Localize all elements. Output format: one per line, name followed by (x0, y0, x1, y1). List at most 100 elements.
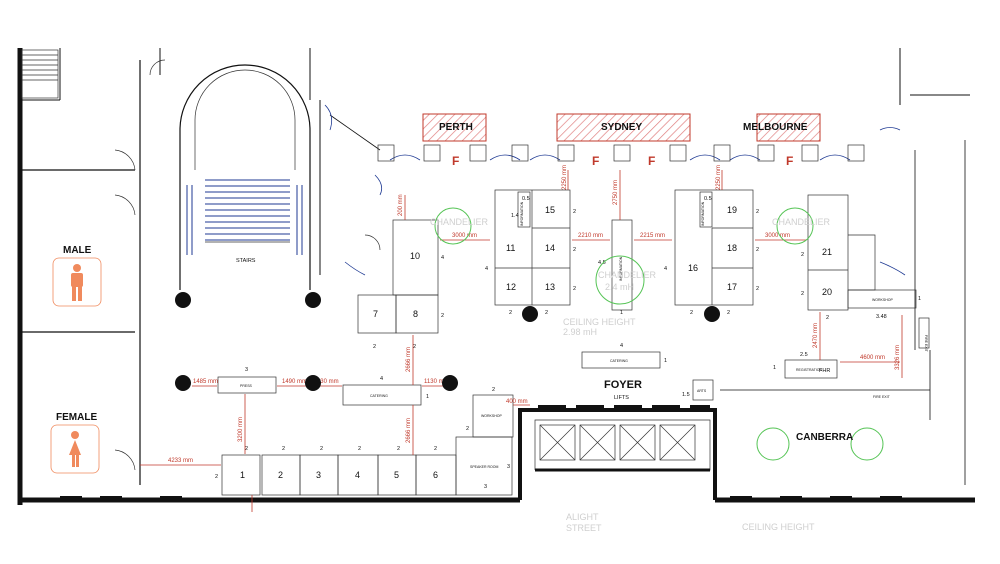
svg-text:1130 mm: 1130 mm (424, 379, 449, 385)
svg-text:2: 2 (801, 291, 804, 297)
press-table[interactable]: PRESS (240, 384, 253, 388)
booth-21[interactable]: 21 (822, 247, 832, 257)
booth-numbers: 1 2 3 4 5 6 7 8 10 11 12 13 14 15 16 17 … (240, 205, 832, 480)
svg-text:2: 2 (756, 247, 759, 253)
svg-text:2: 2 (282, 446, 285, 452)
svg-text:2: 2 (573, 247, 576, 253)
booth-11[interactable]: 11 (506, 243, 515, 253)
svg-text:1485 mm: 1485 mm (193, 379, 218, 385)
svg-text:CHANDELIER: CHANDELIER (430, 217, 489, 227)
svg-text:2: 2 (509, 310, 512, 316)
chandeliers (434, 207, 884, 461)
svg-text:2: 2 (756, 286, 759, 292)
svg-text:F: F (592, 154, 599, 168)
booth-5[interactable]: 5 (394, 470, 399, 480)
svg-text:2: 2 (215, 474, 218, 480)
bottom-wall-marks (60, 496, 902, 502)
room-sydney[interactable]: SYDNEY (556, 113, 691, 142)
svg-text:2: 2 (727, 310, 730, 316)
svg-text:2: 2 (573, 286, 576, 292)
booth-10[interactable]: 10 (410, 251, 420, 261)
svg-text:4: 4 (620, 343, 623, 349)
room-perth[interactable]: PERTH (422, 113, 487, 142)
svg-text:3000 mm: 3000 mm (765, 233, 790, 239)
booth-cluster-left (357, 219, 439, 334)
female-label: FEMALE (56, 412, 97, 423)
svg-text:CHANDELIER: CHANDELIER (598, 270, 657, 280)
catering-left-table[interactable]: CATERING (370, 394, 388, 398)
info-pillar-label: INFORMATION (619, 256, 623, 281)
svg-text:2250 mm: 2250 mm (562, 165, 568, 190)
svg-text:4600 mm: 4600 mm (860, 355, 885, 361)
svg-text:3: 3 (484, 484, 487, 490)
registration-table[interactable]: REGISTRATION (796, 368, 822, 372)
workshop-b-table[interactable]: WORKSHOP (481, 414, 502, 418)
column-boxes (377, 144, 865, 162)
svg-text:400 mm: 400 mm (506, 399, 528, 405)
booth-cluster-right (807, 194, 876, 311)
booth-17[interactable]: 17 (727, 282, 737, 292)
table-labels: PRESS CATERING CATERING REGISTRATION WOR… (240, 201, 893, 469)
svg-text:4: 4 (664, 266, 667, 272)
booth-15[interactable]: 15 (545, 205, 555, 215)
sydney-label: SYDNEY (601, 122, 642, 133)
svg-text:2210 mm: 2210 mm (578, 233, 603, 239)
booth-20[interactable]: 20 (822, 287, 832, 297)
svg-text:4233 mm: 4233 mm (168, 458, 193, 464)
booth-13[interactable]: 13 (545, 282, 555, 292)
window-row (324, 104, 906, 276)
room-melbourne[interactable]: MELBOURNE (743, 113, 821, 142)
svg-text:1: 1 (426, 394, 429, 400)
booth-2[interactable]: 2 (278, 470, 283, 480)
booth-row-bottom (221, 394, 514, 496)
svg-text:4: 4 (380, 376, 383, 382)
booth-14[interactable]: 14 (545, 243, 555, 253)
catering-center-table[interactable]: CATERING (610, 359, 628, 363)
svg-text:3326 mm: 3326 mm (895, 345, 901, 370)
male-icon (71, 264, 83, 301)
svg-text:2: 2 (397, 446, 400, 452)
arts-table[interactable]: ARTS (697, 389, 707, 393)
booth-7[interactable]: 7 (373, 309, 378, 319)
workshop-table[interactable]: WORKSHOP (872, 298, 893, 302)
info-pillar (611, 219, 633, 311)
booth-side-numbers: 4 2 2 2 4 2 2 2 2 2 0.5 1.4 4.5 1 4 2 2 … (215, 196, 921, 490)
canberra-label[interactable]: CANBERRA (796, 432, 853, 443)
booth-12[interactable]: 12 (506, 282, 516, 292)
svg-text:2.4 mH: 2.4 mH (605, 282, 634, 292)
svg-text:3000 mm: 3000 mm (452, 233, 477, 239)
structural-columns (175, 292, 720, 391)
svg-text:CEILING HEIGHT: CEILING HEIGHT (742, 522, 815, 532)
svg-text:1.4: 1.4 (511, 213, 519, 219)
booth-8[interactable]: 8 (413, 309, 418, 319)
svg-text:2: 2 (690, 310, 693, 316)
booth-19[interactable]: 19 (727, 205, 737, 215)
svg-text:0.5: 0.5 (522, 196, 530, 202)
svg-text:1: 1 (620, 310, 623, 316)
booth-1[interactable]: 1 (240, 470, 245, 480)
svg-text:2: 2 (492, 387, 495, 393)
svg-text:2666 mm: 2666 mm (406, 418, 412, 443)
svg-text:2.98 mH: 2.98 mH (563, 327, 597, 337)
svg-text:2: 2 (466, 426, 469, 432)
svg-text:2: 2 (801, 252, 804, 258)
svg-text:F: F (786, 154, 793, 168)
svg-text:4: 4 (441, 255, 444, 261)
booth-4[interactable]: 4 (355, 470, 360, 480)
svg-text:1: 1 (664, 358, 667, 364)
svg-text:2: 2 (373, 344, 376, 350)
melbourne-label: MELBOURNE (743, 122, 808, 133)
male-toilet: MALE (52, 245, 102, 307)
speaker-room-table[interactable]: SPEAKER ROOM (470, 465, 498, 469)
booth-16[interactable]: 16 (688, 263, 698, 273)
booth-18[interactable]: 18 (727, 243, 737, 253)
booth-6[interactable]: 6 (433, 470, 438, 480)
info-desk-a: INFORMATION (520, 201, 524, 226)
booth-3[interactable]: 3 (316, 470, 321, 480)
lift-block (518, 405, 717, 500)
stairs-label: STAIRS (236, 258, 256, 264)
lifts-label: LIFTS (614, 395, 629, 401)
fire-exit-vertical-label: FIRE EXIT (924, 335, 928, 353)
svg-text:3: 3 (245, 367, 248, 373)
